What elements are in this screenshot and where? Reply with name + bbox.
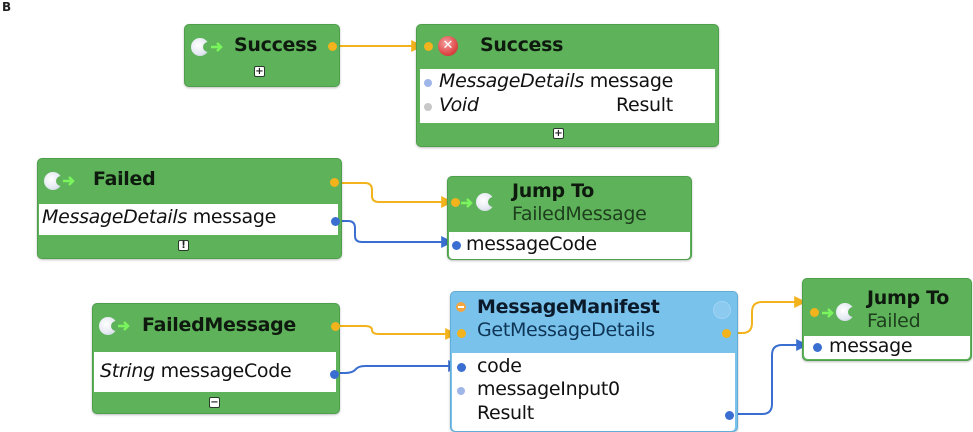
error-x-icon: ✕ (438, 36, 458, 56)
node-params: MessageDetails message Void Result (420, 69, 715, 123)
exec-in-pin[interactable] (457, 329, 466, 338)
data-out-pin[interactable] (725, 411, 734, 420)
node-params: MessageDetails message (39, 204, 340, 235)
data-out-pin[interactable] (331, 217, 340, 226)
param-type: Void (439, 94, 479, 116)
node-failed-event[interactable]: Failed MessageDetails message ! (37, 158, 342, 259)
node-title: Success (480, 34, 564, 56)
node-params: messageCode (449, 232, 690, 259)
param-name: messageCode (160, 360, 292, 382)
node-message-manifest[interactable]: MessageManifest GetMessageDetails code m… (450, 291, 738, 432)
node-title: Jump To (867, 287, 949, 309)
data-wire-messagecode (333, 360, 461, 374)
node-title: Failed (93, 168, 156, 190)
exec-out-pin[interactable] (722, 329, 731, 338)
green-arrow-icon (461, 198, 473, 208)
param-type: MessageDetails (42, 206, 187, 228)
param-type: String (100, 360, 155, 382)
exec-in-pin[interactable] (810, 308, 819, 317)
node-title: Jump To (512, 180, 594, 202)
data-in-pin[interactable] (813, 343, 822, 352)
exec-out-pin[interactable] (328, 42, 337, 51)
node-params: code messageInput0 Result (452, 353, 735, 431)
exec-in-pin[interactable] (424, 42, 433, 51)
node-success-event[interactable]: Success + (184, 24, 340, 87)
node-jump-to-failedmessage[interactable]: Jump To FailedMessage messageCode (447, 176, 692, 260)
param-name: message (829, 335, 913, 357)
data-in-pin[interactable] (452, 241, 461, 250)
figure-label: B (2, 0, 12, 14)
expand-toggle[interactable]: + (254, 66, 265, 77)
data-out-pin[interactable] (330, 370, 339, 379)
expand-toggle[interactable]: + (553, 128, 564, 139)
green-arrow-icon (63, 176, 75, 186)
node-params: String messageCode (94, 352, 339, 392)
param-name: message (589, 70, 674, 92)
exec-in-pin[interactable] (451, 198, 460, 207)
param-name: Result (477, 402, 534, 424)
exec-out-pin[interactable] (331, 322, 340, 331)
param-row: Void (439, 94, 711, 116)
param-row: MessageDetails message (42, 206, 334, 228)
expand-toggle[interactable]: ! (178, 240, 189, 251)
node-subtitle: Failed (867, 310, 921, 332)
param-name: Result (616, 94, 673, 116)
node-failedmessage-event[interactable]: FailedMessage String messageCode − (92, 303, 340, 414)
green-arrow-icon (118, 321, 130, 331)
collapse-toggle[interactable]: − (209, 397, 220, 408)
data-in-pin[interactable] (424, 79, 432, 87)
param-type: MessageDetails (439, 70, 584, 92)
exec-wire-failedmessage (333, 325, 458, 340)
data-wire-failed-message (336, 220, 454, 248)
data-in-pin[interactable] (457, 387, 465, 395)
param-row: MessageDetails message (439, 70, 711, 92)
param-name: messageCode (466, 233, 597, 255)
param-name: code (477, 355, 522, 377)
data-in-pin[interactable] (457, 363, 466, 372)
node-title: Success (234, 34, 318, 56)
node-success-end[interactable]: ✕ Success MessageDetails message Void Re… (416, 24, 719, 147)
event-moon-icon (191, 38, 213, 56)
jump-moon-icon (476, 193, 498, 211)
data-wire-result (728, 339, 809, 415)
event-moon-icon (44, 172, 66, 190)
node-jump-to-failed[interactable]: Jump To Failed message (802, 278, 972, 361)
exec-out-pin[interactable] (330, 178, 339, 187)
node-title: FailedMessage (142, 314, 297, 336)
jump-moon-icon (836, 303, 858, 321)
node-title: MessageManifest (477, 296, 660, 318)
exec-wire-failed (336, 182, 454, 208)
param-row: String messageCode (100, 360, 332, 382)
param-name: message (192, 206, 277, 228)
node-subtitle: GetMessageDetails (477, 319, 655, 341)
options-icon[interactable] (713, 301, 731, 319)
param-name: messageInput0 (477, 378, 620, 400)
void-pin (424, 103, 432, 111)
event-moon-icon (99, 317, 121, 335)
green-arrow-icon (822, 308, 834, 318)
node-params: message (804, 335, 970, 359)
green-arrow-icon (211, 42, 223, 52)
collapse-icon[interactable] (456, 302, 466, 312)
node-subtitle: FailedMessage (512, 203, 647, 225)
